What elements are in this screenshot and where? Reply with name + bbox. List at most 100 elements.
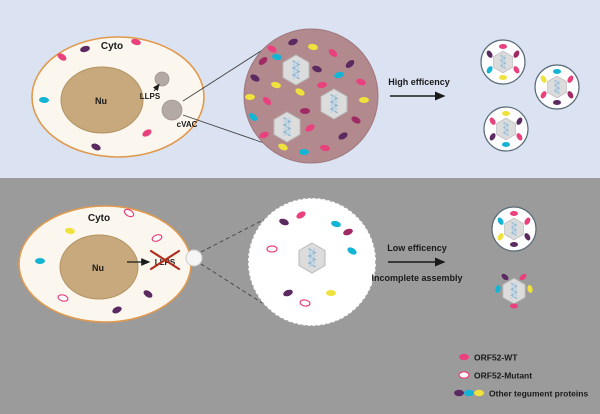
- red-x-stroke: [149, 249, 181, 271]
- protein-other: [39, 96, 49, 104]
- protein-other: [501, 273, 509, 281]
- protein-other: [486, 66, 493, 74]
- protein-other: [91, 143, 101, 151]
- protein-other: [343, 228, 353, 236]
- protein-other: [80, 45, 90, 53]
- protein-orf52wt: [567, 75, 574, 83]
- protein-other: [278, 143, 288, 151]
- virion: [534, 64, 580, 110]
- legend-label-other: Other tegument proteins: [489, 389, 588, 399]
- protein-other: [312, 65, 322, 73]
- protein-other: [334, 71, 344, 79]
- bottom-cell-proteins: [35, 208, 163, 314]
- llps-label: LLPS: [140, 92, 161, 101]
- protein-orf52wt: [540, 91, 547, 99]
- protein-orf52wt: [519, 273, 527, 281]
- protein-orf52wt: [57, 53, 67, 61]
- protein-other: [300, 108, 310, 114]
- protein-other: [272, 53, 282, 61]
- protein-other: [347, 247, 357, 255]
- llps-granule: [154, 71, 170, 87]
- legend-label-wt: ORF52-WT: [474, 353, 518, 363]
- protein-other: [524, 233, 531, 241]
- protein-other: [248, 113, 258, 121]
- protein-other: [502, 111, 510, 116]
- protein-orf52wt: [510, 211, 518, 216]
- protein-orf52wt: [259, 131, 269, 139]
- protein-orf52mutant: [266, 245, 278, 253]
- protein-other: [65, 227, 75, 235]
- protein-other: [510, 242, 518, 247]
- protein-orf52wt: [516, 133, 523, 141]
- protein-other: [288, 38, 298, 46]
- protein-other: [283, 289, 293, 297]
- protein-orf52wt: [262, 96, 272, 106]
- protein-orf52wt: [489, 117, 496, 125]
- nucleus-label: Nu: [95, 96, 107, 106]
- protein-other: [338, 132, 348, 140]
- bottom-panel: Cyto Nu LLPS: [18, 197, 537, 327]
- top-cell-proteins: [39, 38, 152, 151]
- protein-orf52wt: [513, 66, 520, 74]
- protein-other: [497, 233, 504, 241]
- protein-other: [489, 133, 496, 141]
- protein-other: [35, 258, 45, 264]
- protein-other: [499, 75, 507, 80]
- virion: [491, 206, 537, 252]
- protein-orf52wt: [510, 303, 518, 309]
- protein-other: [502, 142, 510, 147]
- cyto-label: Cyto: [88, 213, 110, 224]
- incomplete-assembly-label: Incomplete assembly: [371, 273, 462, 283]
- protein-other: [308, 43, 318, 51]
- protein-orf52wt: [296, 211, 306, 219]
- nucleus: [59, 234, 139, 300]
- protein-other: [513, 50, 520, 58]
- legend-row-wt: ORF52-WT: [459, 353, 518, 363]
- protein-other: [331, 220, 341, 228]
- nucleus: [60, 66, 144, 134]
- protein-other: [351, 116, 361, 124]
- protein-orf52wt: [305, 124, 315, 132]
- legend-row-other: Other tegument proteins: [454, 389, 588, 399]
- protein-other: [112, 306, 122, 314]
- llps-pointer-arrow: [152, 83, 160, 92]
- protein-orf52mutant: [151, 234, 163, 242]
- protein-orf52mutant: [123, 208, 135, 218]
- zoom-line-top: [182, 48, 265, 102]
- protein-orf52wt: [267, 45, 277, 53]
- virion: [483, 106, 529, 152]
- orf52-mutant-swatch-icon: [458, 371, 470, 379]
- other-protein-swatch-icon: [464, 389, 474, 397]
- virion: [480, 39, 526, 85]
- protein-other: [279, 218, 289, 226]
- other-protein-swatch-icon: [454, 389, 464, 397]
- protein-other: [497, 217, 504, 225]
- protein-orf52wt: [142, 129, 152, 137]
- cyto-label: Cyto: [101, 41, 123, 52]
- protein-orf52wt: [320, 144, 330, 152]
- protein-orf52mutant: [299, 299, 311, 307]
- protein-other: [553, 69, 561, 74]
- protein-orf52mutant: [57, 294, 69, 302]
- protein-other: [250, 74, 260, 82]
- protein-orf52wt: [524, 217, 531, 225]
- protein-other: [245, 94, 255, 100]
- cvac-granule: [161, 99, 183, 121]
- condensate-proteins: [245, 38, 369, 155]
- protein-other: [295, 88, 305, 96]
- protein-orf52wt: [131, 38, 141, 46]
- nucleus-label: Nu: [92, 263, 104, 273]
- protein-orf52wt: [328, 49, 338, 57]
- protein-other: [540, 75, 547, 83]
- protein-other: [486, 50, 493, 58]
- protein-other: [527, 285, 533, 293]
- zoom-line-bottom: [200, 263, 268, 307]
- diffuse-proteins: [266, 211, 357, 307]
- legend-row-mutant: ORF52-Mutant: [458, 371, 532, 381]
- llps-label: LLPS: [155, 258, 176, 267]
- top-panel: Cyto Nu LLPS cVAC: [31, 28, 580, 164]
- orf52-wt-swatch-icon: [459, 353, 469, 361]
- legend: ORF52-WT ORF52-Mutant Other tegument pro…: [454, 353, 588, 399]
- low-efficiency-label: Low efficency: [387, 243, 447, 253]
